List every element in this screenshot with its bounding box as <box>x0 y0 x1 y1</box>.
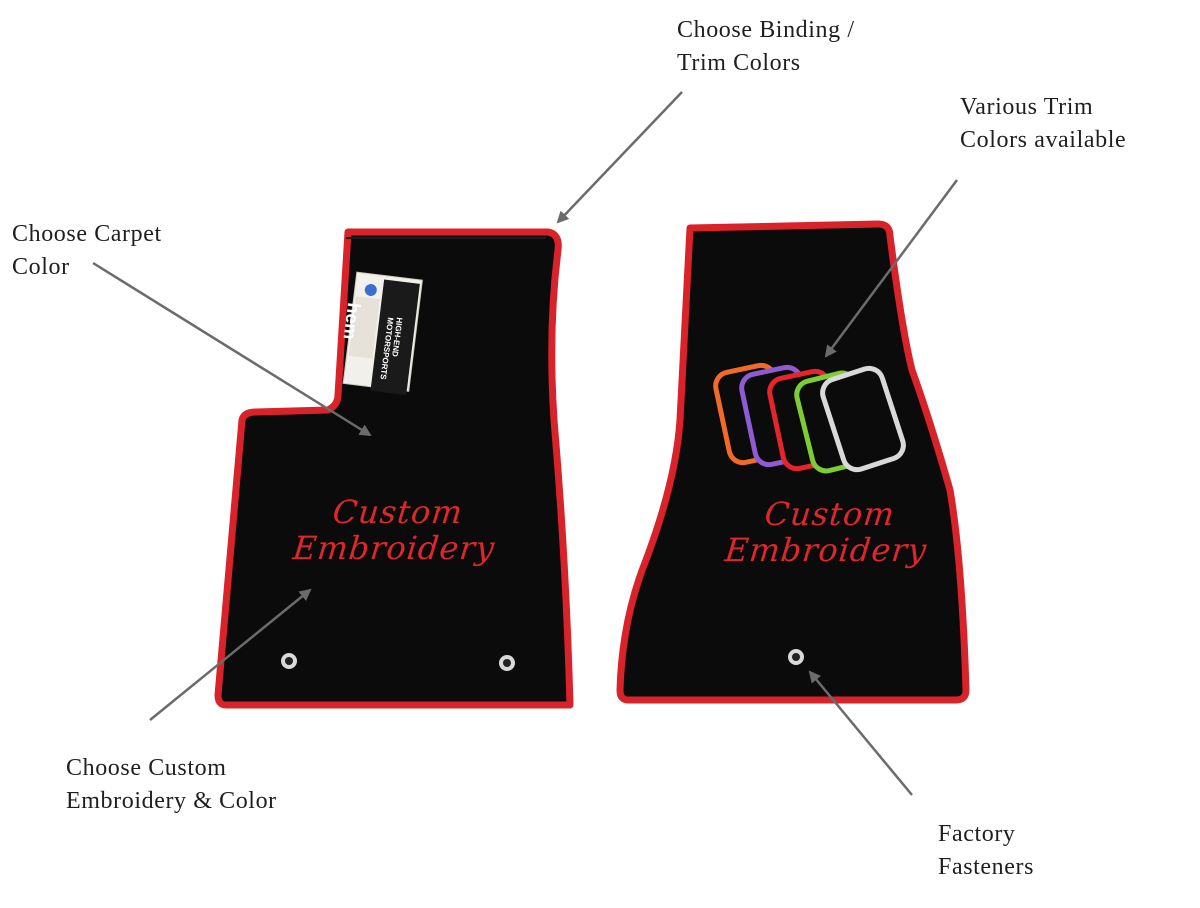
arrow-binding <box>556 91 683 224</box>
callout-binding: Choose Binding / Trim Colors <box>677 14 855 80</box>
callout-fasteners: Factory Fasteners <box>938 818 1034 884</box>
arrow-fasteners <box>808 670 913 796</box>
swatch-silver <box>820 365 906 473</box>
callout-embroidery-line2: Embroidery & Color <box>66 788 277 814</box>
arrow-trim-colors <box>824 179 959 358</box>
right-mat-embroidery: Custom Embroidery <box>714 495 942 569</box>
trim-swatches <box>713 362 906 474</box>
fastener-left-1 <box>281 653 297 669</box>
callout-binding-line1: Choose Binding / <box>677 17 855 43</box>
callout-carpet: Choose Carpet Color <box>12 218 162 284</box>
right-embroidery-line1: Custom <box>762 495 897 533</box>
callout-embroidery-line1: Choose Custom <box>66 755 227 781</box>
callout-trim-line2: Colors available <box>960 127 1127 153</box>
callout-carpet-line1: Choose Carpet <box>12 221 162 247</box>
hem-label-tag <box>342 271 423 396</box>
right-embroidery-line2: Embroidery <box>723 531 929 569</box>
callout-trim-colors: Various Trim Colors available <box>960 91 1126 157</box>
callout-trim-line1: Various Trim <box>960 94 1094 120</box>
callout-fasteners-line2: Fasteners <box>938 854 1035 880</box>
left-mat-embroidery: Custom Embroidery <box>282 493 510 567</box>
fastener-right <box>788 649 804 665</box>
arrow-embroidery <box>149 588 312 721</box>
callout-embroidery: Choose Custom Embroidery & Color <box>66 752 277 818</box>
callout-carpet-line2: Color <box>12 254 70 280</box>
fastener-left-2 <box>499 655 515 671</box>
left-embroidery-line1: Custom <box>330 493 465 531</box>
callout-binding-line2: Trim Colors <box>677 50 801 76</box>
callout-fasteners-line1: Factory <box>938 821 1016 847</box>
tag-logo-text: hem <box>339 301 364 341</box>
left-embroidery-line2: Embroidery <box>291 529 497 567</box>
arrow-carpet <box>92 261 372 437</box>
left-floor-mat <box>214 228 574 709</box>
